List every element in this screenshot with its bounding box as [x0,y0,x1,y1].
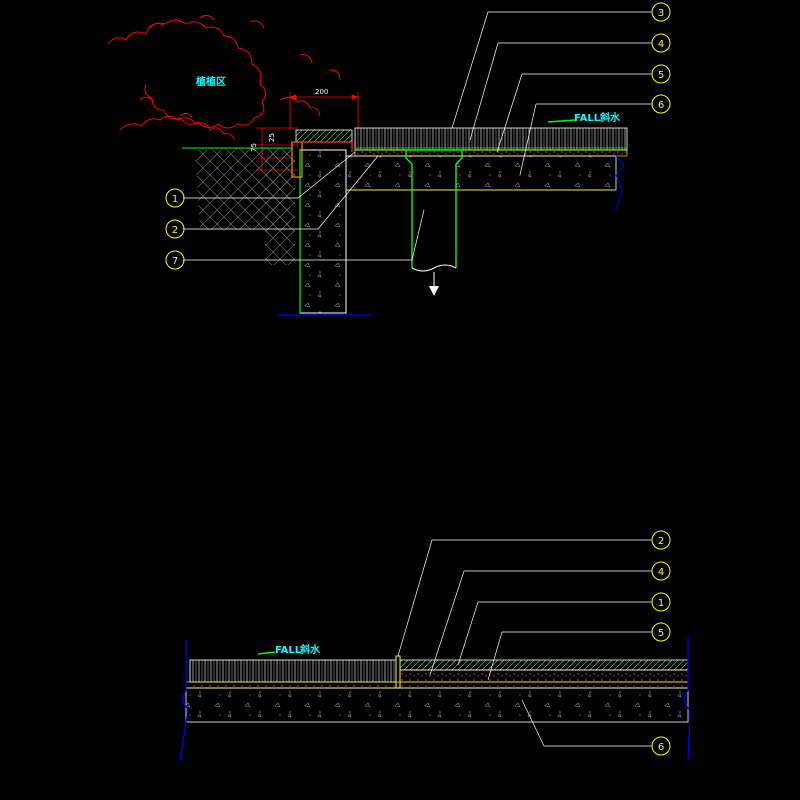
callout-circle [651,2,671,22]
fall-indicator: FALL 斜水 [547,111,621,124]
mortar-bed [399,669,689,683]
bedding-layer [185,681,689,689]
callout-7: 7 [172,256,178,267]
lower-callout-6: 6 [658,742,664,753]
upper-section: 植植区 200 75 25 [107,11,652,316]
callout-circle [651,33,671,53]
fall-label: FALL [574,113,601,124]
upper-callout-leaders [183,11,652,261]
lower-callouts: 2 4 1 5 6 [651,530,671,756]
callout-2: 2 [172,225,178,236]
dimension-width [288,92,360,130]
callout-circle [651,94,671,114]
callout-circle [651,736,671,756]
callout-3: 3 [658,8,664,19]
callout-circle [651,64,671,84]
lower-callout-4: 4 [658,567,664,578]
fall-indicator-lower: FALL 斜水 [257,643,321,656]
fall-chinese-label-lower: 斜水 [299,643,321,656]
callout-circle [651,530,671,550]
fall-chinese-label: 斜水 [599,111,621,124]
dimension-width-text: 200 [315,88,328,96]
paving-layer [354,127,628,157]
callout-6: 6 [658,100,664,111]
callout-5: 5 [658,70,664,81]
hatched-paving [399,659,689,671]
drain-pipe [405,149,463,296]
callout-circle [165,219,185,239]
dimension-height-b: 25 [268,133,276,142]
retaining-wall [291,129,353,314]
callout-circle [651,622,671,642]
lower-callout-leaders [397,539,652,747]
break-line-right [683,636,691,761]
earth-fill [182,147,295,265]
grass-paving [189,659,397,683]
callout-1: 1 [172,194,178,205]
slab [345,155,625,211]
lower-callout-1: 1 [658,598,664,609]
callout-circle [651,561,671,581]
tree-canopy [107,14,341,141]
lower-section: FALL 斜水 [179,539,691,761]
callout-4: 4 [658,39,664,50]
upper-callouts: 3 4 5 6 1 2 7 [165,2,671,270]
base-slab [185,687,689,723]
callout-circle [165,250,185,270]
lower-callout-5: 5 [658,628,664,639]
break-line-left [179,640,189,761]
lower-callout-2: 2 [658,536,664,547]
callout-circle [651,592,671,612]
fall-label-lower: FALL [275,645,302,656]
planting-area-label: 植植区 [195,75,226,88]
callout-circle [165,188,185,208]
